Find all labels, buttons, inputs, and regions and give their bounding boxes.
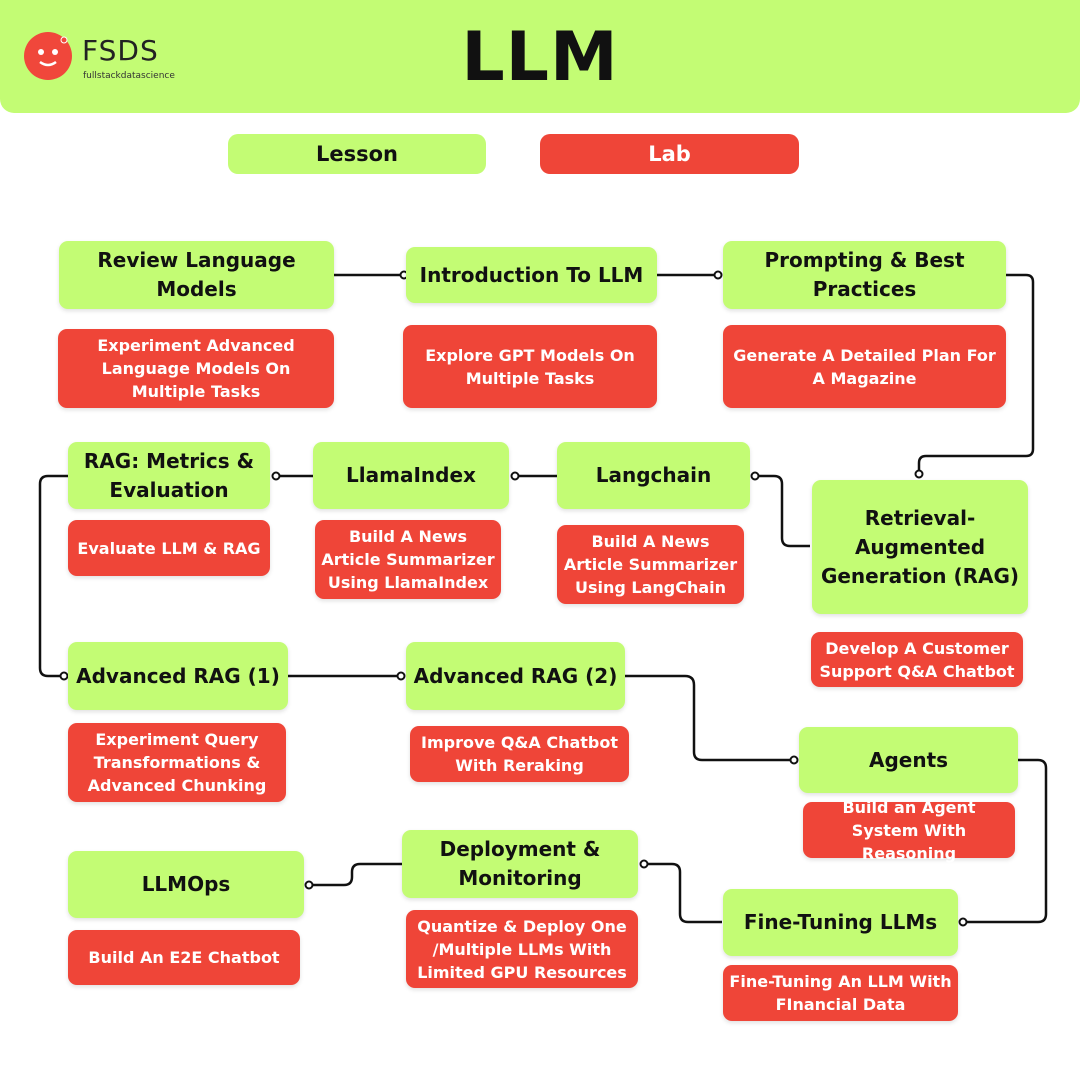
lesson-fine-tuning-llms: Fine-Tuning LLMs: [723, 889, 958, 956]
lab-experiment-advanced-language-models: Experiment Advanced Language Models On M…: [58, 329, 334, 408]
header-banner: FSDS fullstackdatascience LLM: [0, 0, 1080, 113]
connector-dot: [750, 471, 760, 481]
lab-e2e-chatbot: Build An E2E Chatbot: [68, 930, 300, 985]
logo-subtext: fullstackdatascience: [83, 71, 175, 81]
legend-lab: Lab: [540, 134, 799, 174]
connector-dot: [713, 270, 723, 280]
lab-quantize-deploy: Quantize & Deploy One /Multiple LLMs Wit…: [406, 910, 638, 988]
lab-evaluate-llm-rag: Evaluate LLM & RAG: [68, 520, 270, 576]
connector-rag-langchain: [755, 474, 810, 548]
lab-fine-tuning-financial-data: Fine-Tuning An LLM With FInancial Data: [723, 965, 958, 1021]
lesson-advanced-rag-1: Advanced RAG (1): [68, 642, 288, 710]
lesson-deployment-monitoring: Deployment & Monitoring: [402, 830, 638, 898]
lab-customer-support-chatbot: Develop A Customer Support Q&A Chatbot: [811, 632, 1023, 687]
lesson-advanced-rag-2: Advanced RAG (2): [406, 642, 625, 710]
lab-summarizer-llamaindex: Build A News Article Summarizer Using Ll…: [315, 520, 501, 599]
lesson-review-language-models: Review Language Models: [59, 241, 334, 309]
lab-query-transformations: Experiment Query Transformations & Advan…: [68, 723, 286, 802]
lesson-llmops: LLMOps: [68, 851, 304, 918]
connector-advrag2-agents: [625, 674, 794, 762]
lesson-prompting-best-practices: Prompting & Best Practices: [723, 241, 1006, 309]
lesson-introduction-to-llm: Introduction To LLM: [406, 247, 657, 303]
lab-improve-qa-chatbot: Improve Q&A Chatbot With Reraking: [410, 726, 629, 782]
lesson-agents: Agents: [799, 727, 1018, 793]
connector-dot: [304, 880, 314, 890]
connector-prompting-rag: [917, 273, 1035, 474]
connector-agents-finetuning: [963, 758, 1048, 924]
lesson-retrieval-augmented-generation: Retrieval-Augmented Generation (RAG): [812, 480, 1028, 614]
fsds-logo-icon: [24, 32, 72, 80]
lab-generate-detailed-plan: Generate A Detailed Plan For A Magazine: [723, 325, 1006, 408]
lab-summarizer-langchain: Build A News Article Summarizer Using La…: [557, 525, 744, 604]
lesson-llamaindex: LlamaIndex: [313, 442, 509, 509]
page-title: LLM: [461, 18, 619, 97]
connector-dot: [789, 755, 799, 765]
connector-dot: [958, 917, 968, 927]
lesson-langchain: Langchain: [557, 442, 750, 509]
connector-finetuning-deployment: [644, 862, 722, 924]
connector-dot: [396, 671, 406, 681]
logo-text: FSDS: [82, 34, 159, 67]
connector-ragmetrics-advrag1: [38, 474, 68, 678]
connector-dot: [271, 471, 281, 481]
lesson-rag-metrics-evaluation: RAG: Metrics & Evaluation: [68, 442, 270, 509]
connector-deployment-llmops: [309, 862, 402, 887]
connector-dot: [639, 859, 649, 869]
lab-explore-gpt-models: Explore GPT Models On Multiple Tasks: [403, 325, 657, 408]
connector-dot: [914, 469, 924, 479]
connector-dot: [59, 671, 69, 681]
legend-lesson: Lesson: [228, 134, 486, 174]
connector-dot: [510, 471, 520, 481]
lab-agent-system: Build an Agent System With Reasoning: [803, 798, 1015, 863]
